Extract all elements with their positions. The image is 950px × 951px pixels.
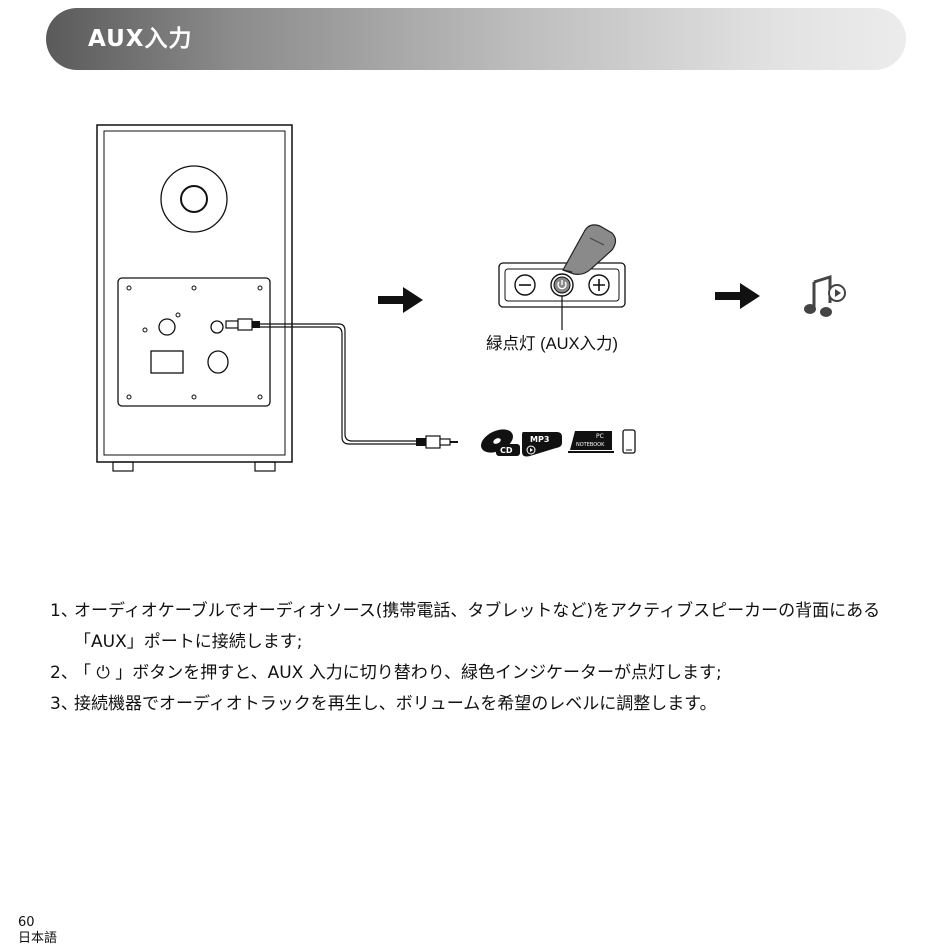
- volume-up-icon: [589, 275, 609, 295]
- mp3-label: MP3: [530, 435, 549, 444]
- arrow-right-icon: [378, 287, 423, 313]
- pc-notebook-icon: PC NOTEBOOK: [568, 431, 614, 452]
- page-footer: 60 日本語: [18, 915, 57, 947]
- step-text: オーディオケーブルでオーディオソース(携帯電話、タブレットなど)をアクティブスピ…: [74, 596, 910, 658]
- instruction-list: 1、 オーディオケーブルでオーディオソース(携帯電話、タブレットなど)をアクティ…: [50, 596, 910, 720]
- aux-cable: [226, 319, 458, 448]
- panel-label: 緑点灯 (AUX入力): [486, 334, 618, 353]
- bracket-open: 「: [74, 663, 96, 683]
- instruction-step: 2、 「 ⏻ 」ボタンを押すと、AUX 入力に切り替わり、緑色インジケーターが点…: [50, 658, 910, 689]
- smartphone-icon: [623, 430, 635, 453]
- pc-label: PC: [596, 433, 604, 440]
- power-icon: ⏻: [96, 663, 109, 683]
- step-number: 1、: [50, 596, 74, 658]
- step-number: 2、: [50, 658, 74, 689]
- step-number: 3、: [50, 689, 74, 720]
- notebook-label: NOTEBOOK: [576, 442, 605, 448]
- music-play-icon: [804, 277, 845, 317]
- step-text: 「 ⏻ 」ボタンを押すと、AUX 入力に切り替わり、緑色インジケーターが点灯しま…: [74, 658, 910, 689]
- volume-down-icon: [515, 275, 535, 295]
- instruction-step: 3、 接続機器でオーディオトラックを再生し、ボリュームを希望のレベルに調整します…: [50, 689, 910, 720]
- language-label: 日本語: [18, 931, 57, 947]
- instruction-step: 1、 オーディオケーブルでオーディオソース(携帯電話、タブレットなど)をアクティ…: [50, 596, 910, 658]
- mp3-player-icon: MP3: [522, 432, 562, 457]
- speaker-rear-illustration: [97, 125, 292, 471]
- control-panel: [499, 263, 625, 330]
- aux-connection-diagram: 緑点灯 (AUX入力) CD MP3 PC NOTEBOOK: [0, 0, 950, 520]
- cd-label: CD: [500, 446, 513, 455]
- step-text-rest: 」ボタンを押すと、AUX 入力に切り替わり、緑色インジケーターが点灯します;: [110, 663, 722, 683]
- arrow-right-icon: [715, 283, 760, 309]
- cd-disc-icon: CD: [477, 425, 520, 457]
- page-number: 60: [18, 915, 57, 931]
- step-text: 接続機器でオーディオトラックを再生し、ボリュームを希望のレベルに調整します。: [74, 689, 910, 720]
- power-button-icon: [551, 274, 573, 296]
